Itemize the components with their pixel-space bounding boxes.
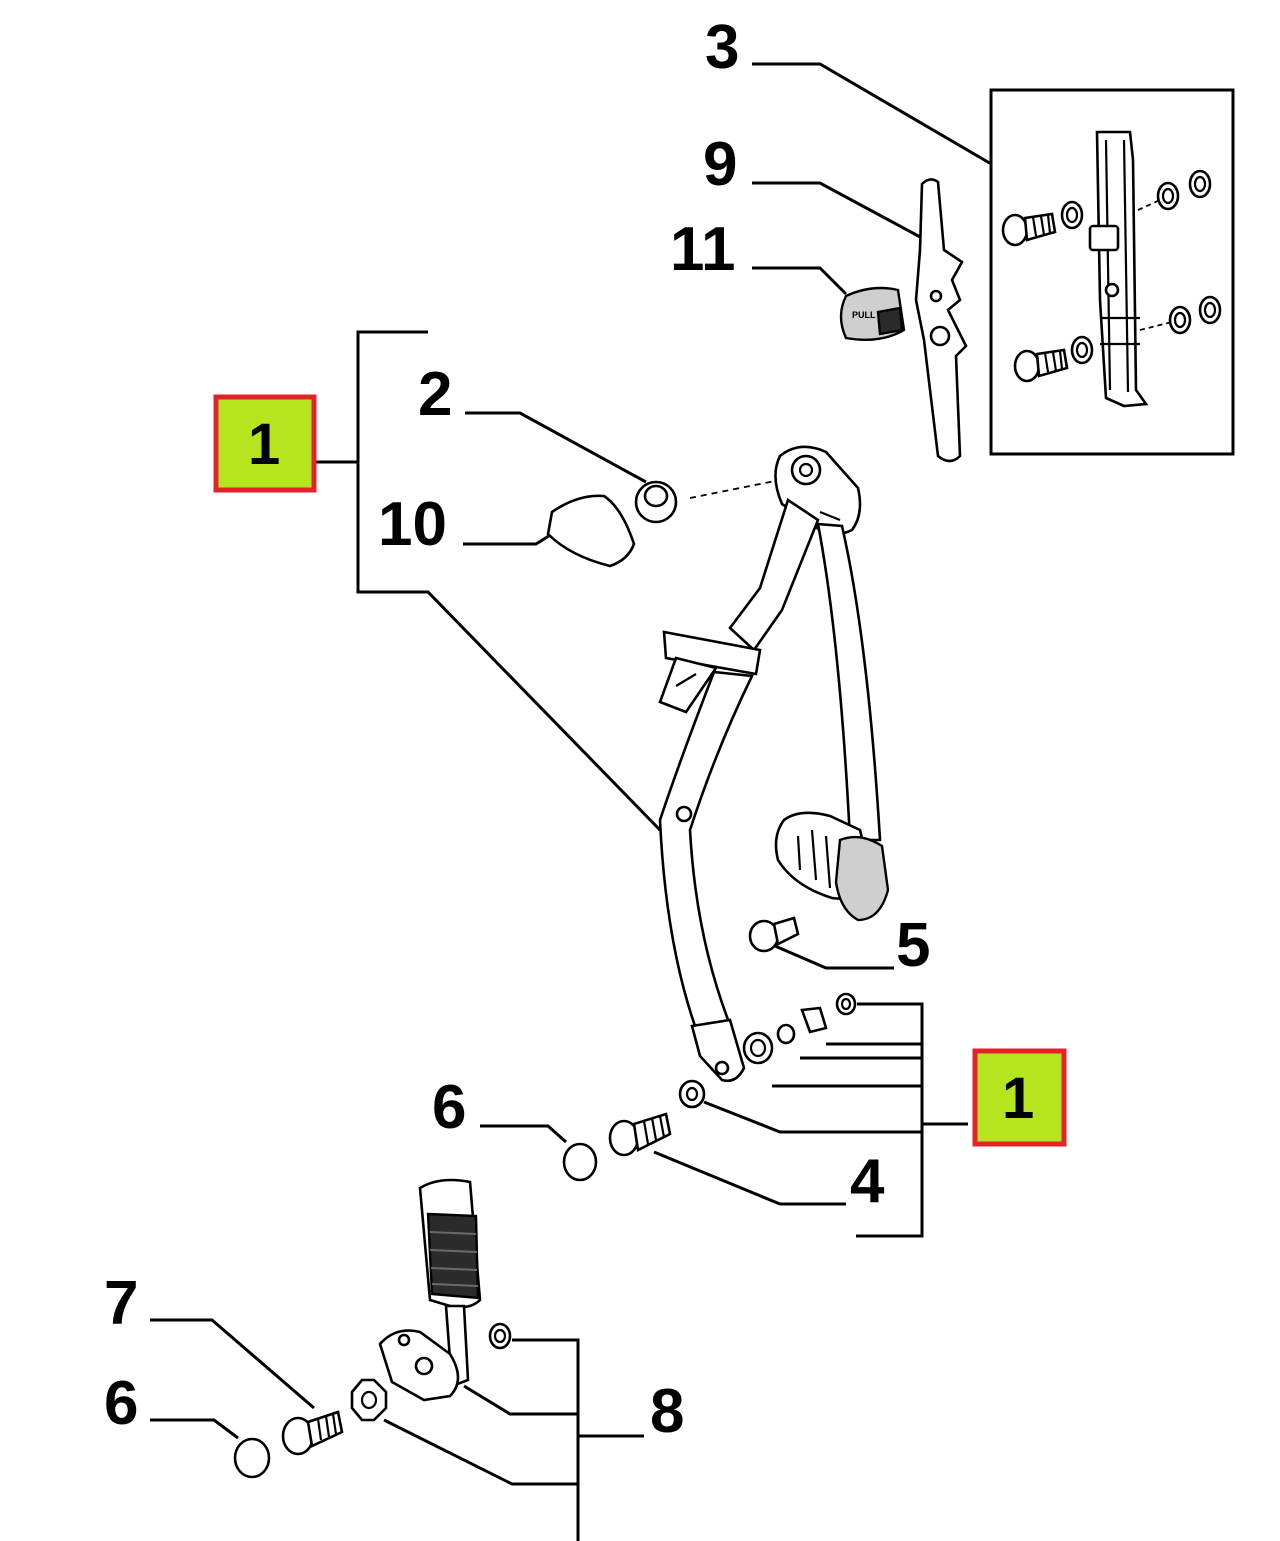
assembly-axis-line: [689, 477, 791, 499]
label-2: 2: [418, 360, 452, 429]
leaders-hardware-1: [703, 1042, 922, 1134]
part-11-pull-knob: PULL: [839, 286, 906, 341]
leader-6-upper: [480, 1124, 567, 1144]
leader-9: [752, 181, 923, 240]
leader-4: [653, 1150, 846, 1206]
label-1-left: 1: [248, 412, 280, 477]
leader-2: [465, 411, 647, 484]
leader-7: [150, 1318, 315, 1410]
bracket-assembly-1: [356, 330, 662, 832]
label-7: 7: [104, 1269, 138, 1338]
part-6-cap-lower: [233, 1437, 271, 1479]
highlight-box-1-left: [213, 394, 317, 493]
knob-text: PULL: [852, 310, 876, 320]
part-6-cap-upper: [562, 1142, 598, 1182]
adjuster-bolt-upper: [1001, 212, 1057, 247]
bracket-hardware-1: [856, 1002, 924, 1238]
label-10: 10: [378, 490, 447, 559]
label-1-right: 1: [1002, 1066, 1034, 1131]
leader-5: [774, 944, 894, 970]
part-7-bolt: [281, 1410, 344, 1456]
leader-6-lower: [150, 1418, 239, 1440]
leader-10: [463, 532, 553, 546]
part-3-height-adjuster: [989, 88, 1235, 456]
part-10-cover-cap: [546, 494, 636, 568]
bracket-8: [383, 1338, 644, 1541]
label-5: 5: [896, 911, 930, 980]
label-8: 8: [650, 1377, 684, 1446]
adjuster-bolt-lower: [1013, 348, 1069, 383]
leader-3: [752, 62, 994, 167]
part-9-cover-strip: [914, 178, 968, 463]
label-4: 4: [850, 1147, 885, 1216]
label-6-lower: 6: [104, 1369, 138, 1438]
part-4-bolt: [608, 1112, 672, 1157]
label-11: 11: [670, 215, 736, 284]
hardware-stack: [678, 992, 857, 1109]
label-3: 3: [705, 13, 739, 82]
leader-11: [752, 266, 848, 296]
part-8-buckle-assembly: [350, 1178, 512, 1422]
belt-assembly: [658, 445, 890, 1083]
part-2-nut: [634, 480, 678, 524]
part-5-bolt: [748, 916, 800, 953]
highlight-box-1-right: [972, 1048, 1067, 1147]
label-6-upper: 6: [432, 1073, 466, 1142]
label-9: 9: [703, 130, 737, 199]
